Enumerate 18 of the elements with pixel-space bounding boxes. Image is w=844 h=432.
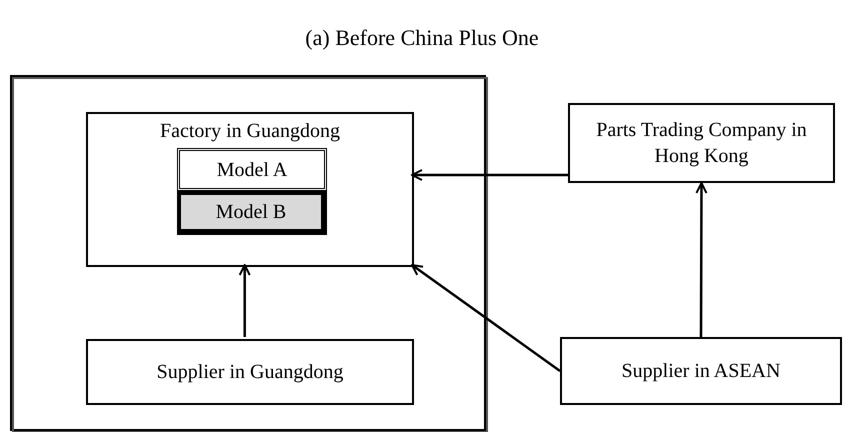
diagram-title: (a) Before China Plus One bbox=[304, 24, 540, 52]
node-label: Model B bbox=[216, 200, 286, 225]
node-label: Model A bbox=[216, 158, 288, 182]
factory-box bbox=[86, 112, 414, 267]
node-label: Supplier in Guangdong bbox=[156, 360, 344, 385]
arrow bbox=[238, 264, 251, 337]
node-label: Parts Trading Company in Hong Kong bbox=[595, 118, 808, 169]
region-frame bbox=[10, 75, 486, 431]
node-label: Factory in Guangdong bbox=[160, 119, 340, 144]
supplier-box bbox=[560, 337, 842, 405]
arrow bbox=[411, 169, 568, 181]
arrow bbox=[695, 182, 708, 337]
model-box bbox=[177, 191, 327, 235]
supplier-box bbox=[86, 339, 414, 405]
model-box bbox=[177, 148, 327, 191]
arrow bbox=[411, 264, 561, 372]
node-label: Supplier in ASEAN bbox=[622, 359, 780, 384]
company-box bbox=[568, 103, 835, 183]
